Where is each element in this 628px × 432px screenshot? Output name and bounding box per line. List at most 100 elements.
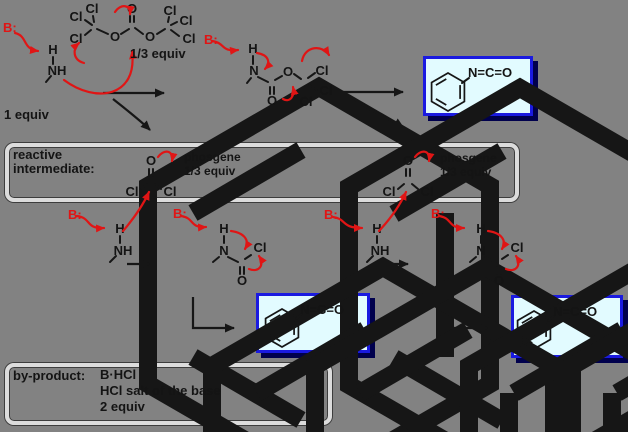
- cl-label: Cl: [164, 184, 177, 199]
- proton-label: H: [48, 42, 57, 57]
- proton-label: H: [115, 221, 124, 236]
- phosgene-name: phosgene: [440, 151, 497, 165]
- byproduct-title: by-product:: [13, 368, 86, 383]
- phenyl-isocyanate-bottom-left: N=C=O: [264, 302, 344, 348]
- phosgene-equiv: 1/3 equiv: [440, 165, 492, 179]
- arrow-N-to-phosgene-right: [377, 190, 408, 233]
- amine-label: NH: [48, 63, 67, 78]
- arrow-CO-ester: [281, 85, 299, 102]
- cl-label: Cl: [183, 31, 196, 46]
- byproduct-equiv: 2 equiv: [100, 399, 145, 414]
- phenyl-isocyanate-bottom-right: N=C=O: [516, 304, 597, 350]
- reactive-line-1: reactive: [13, 147, 63, 162]
- amine-label: NH: [371, 243, 390, 258]
- arrow-chloride-leaving-right: [504, 254, 524, 272]
- triphosgene: Cl Cl Cl O O O Cl Cl Cl: [70, 1, 196, 46]
- phosgene-left: O Cl Cl: [126, 153, 177, 199]
- aniline-top-left: NH H: [45, 42, 490, 432]
- arrow-over-CCl3: [300, 46, 331, 63]
- cl-label: Cl: [126, 184, 139, 199]
- reactive-intermediate-panel: [5, 143, 519, 202]
- arrow-H-to-NC-right: [486, 229, 510, 251]
- byproduct-formula: B·HCl: [100, 367, 137, 382]
- cl-label: Cl: [383, 184, 396, 199]
- arrow-base-to-H-6: [437, 214, 466, 232]
- triphosgene-equiv-label: 1/3 equiv: [130, 46, 186, 61]
- cl-label: Cl: [180, 13, 193, 28]
- proton-label: H: [476, 221, 485, 236]
- elbow-arrow-to-product-left: [191, 297, 235, 333]
- arrow-base-to-H-2: [210, 39, 240, 55]
- n-label: N: [219, 243, 228, 258]
- phosgene-right-caption: phosgene 1/3 equiv: [440, 151, 497, 179]
- n-label: N: [476, 243, 485, 258]
- o-label: O: [110, 29, 120, 44]
- o-label: O: [267, 93, 277, 108]
- aniline-bottom-left: NH H: [109, 221, 554, 432]
- arrow-phosgene-left: [156, 150, 178, 163]
- proton-label: H: [372, 221, 381, 236]
- aniline-equiv-label: 1 equiv: [4, 107, 49, 122]
- arrow-phosgene-right: [413, 150, 435, 163]
- carbamoyl-chloride-left: N H O Cl: [212, 221, 628, 432]
- o-label: O: [494, 273, 504, 288]
- n-label: N: [249, 63, 258, 78]
- reactive-intermediate-title: reactive intermediate:: [13, 148, 95, 176]
- base-label-1: B:: [3, 20, 17, 35]
- arrow-base-to-H-4: [179, 214, 208, 232]
- o-label: O: [146, 153, 156, 168]
- cl-label: Cl: [254, 240, 267, 255]
- isocyanate-label: N=C=O: [300, 302, 344, 317]
- branch-arrow-to-phosgene-right: [349, 95, 404, 128]
- arrow-base-to-H-1: [13, 31, 40, 54]
- o-label: O: [237, 273, 247, 288]
- carbamoyl-chloride-right: N H O Cl: [469, 221, 628, 432]
- branch-arrow-to-phosgene-left: [112, 98, 151, 131]
- cl-label: Cl: [320, 83, 333, 98]
- cl-label: Cl: [316, 63, 329, 78]
- electron-pushing-arrows: [13, 5, 524, 272]
- base-label-4: B:: [173, 206, 187, 221]
- cl-label: Cl: [300, 94, 313, 109]
- arrow-base-to-H-5: [331, 215, 364, 232]
- phosgene-left-caption: phosgene 1/3 equiv: [184, 150, 241, 178]
- arrow-N-to-carbonyl: [62, 49, 137, 95]
- base-label-3: B:: [68, 207, 82, 222]
- isocyanate-label: N=C=O: [553, 304, 597, 319]
- base-label-2: B:: [204, 32, 218, 47]
- arrow-carbonyl-pi: [113, 5, 135, 16]
- base-label-6: B:: [431, 206, 445, 221]
- arrow-H-to-NC-left: [229, 229, 253, 251]
- cl-label: Cl: [164, 3, 177, 18]
- proton-label: H: [248, 41, 257, 56]
- amine-label: NH: [114, 243, 133, 258]
- cl-label: Cl: [70, 9, 83, 24]
- phosgene-name: phosgene: [184, 150, 241, 164]
- arrow-NH-hook: [70, 41, 86, 65]
- phosgene-right: O Cl Cl: [383, 153, 434, 199]
- arrow-N-to-phosgene-left: [121, 190, 151, 233]
- phosgene-equiv: 1/3 equiv: [184, 164, 236, 178]
- benzene-ring: [430, 72, 466, 112]
- cl-label: Cl: [421, 184, 434, 199]
- aniline-bottom-right: NH H: [366, 221, 628, 432]
- arrow-base-to-H-3: [75, 214, 106, 233]
- reactive-line-2: intermediate:: [13, 161, 95, 176]
- arrow-chloride-leaving-left: [247, 254, 267, 272]
- cl-label: Cl: [70, 31, 83, 46]
- o-label: O: [145, 29, 155, 44]
- o-label: O: [283, 64, 293, 79]
- cl-label: Cl: [86, 1, 99, 16]
- byproduct-panel: [5, 363, 332, 425]
- phenyl-carbamate-intermediate: N H O O Cl Cl Cl: [246, 41, 628, 432]
- elbow-arrow-to-product-right: [448, 299, 489, 333]
- base-label-5: B:: [324, 207, 338, 222]
- arrow-H-to-NC: [255, 51, 274, 71]
- o-label: O: [403, 153, 413, 168]
- isocyanate-label: N=C=O: [468, 65, 512, 80]
- phenyl-isocyanate-top: N=C=O: [430, 65, 512, 112]
- cl-label: Cl: [511, 240, 524, 255]
- reaction-arrows: [103, 87, 489, 333]
